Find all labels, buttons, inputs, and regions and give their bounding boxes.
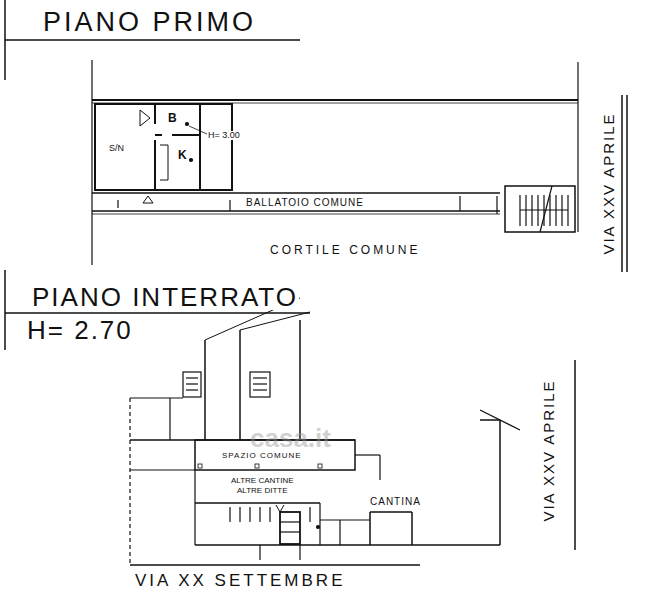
street-name: VIA XXV APRILE: [541, 378, 556, 522]
room-label: K: [177, 149, 188, 161]
dimension-label: H= 2.70: [26, 317, 134, 343]
area-label: ALTRE CANTINE: [230, 477, 295, 485]
area-label: BALLATOIO COMUNE: [245, 198, 365, 208]
room-label: B: [167, 112, 178, 124]
section-heading: PIANO PRIMO: [42, 9, 257, 36]
area-label: SPAZIO COMUNE: [221, 452, 303, 460]
area-label: ALTRE DITTE: [236, 487, 289, 495]
section-heading: PIANO INTERRATO: [31, 284, 299, 310]
area-label: CORTILE COMUNE: [269, 244, 421, 256]
room-label: CANTINA: [369, 497, 422, 507]
dimension-label: H= 3.00: [207, 131, 241, 140]
room-label: S/N: [108, 144, 125, 153]
watermark: casa.it: [249, 425, 332, 451]
street-name: VIA XX SETTEMBRE: [134, 572, 347, 589]
street-name: VIA XXV APRILE: [601, 111, 616, 255]
